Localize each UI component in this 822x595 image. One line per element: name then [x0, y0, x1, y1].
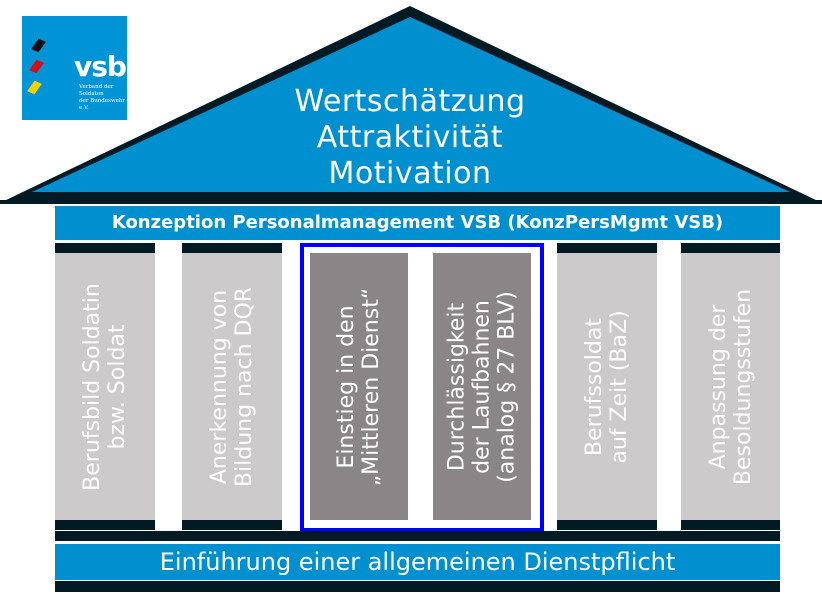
foundation-bottom — [55, 581, 780, 592]
roof-line-3: Motivation — [328, 156, 492, 191]
pillar-base — [55, 520, 155, 530]
pillar-einstieg: Einstieg in den„Mittleren Dienst“ — [310, 253, 408, 520]
logo-wordmark: vsb — [74, 50, 127, 83]
flag-red-icon — [29, 59, 44, 74]
pillar-cap — [182, 243, 282, 253]
pillar-base — [557, 520, 657, 530]
roof — [2, 6, 820, 202]
pillar-base — [182, 520, 282, 530]
pillar-base — [681, 520, 780, 530]
highlight-frame — [300, 243, 544, 532]
beam-label: Konzeption Personalmanagement VSB (KonzP… — [55, 206, 780, 240]
pillar-cap — [681, 243, 780, 253]
roof-base — [0, 200, 822, 204]
roof-line-1: Wertschätzung — [294, 84, 526, 119]
foundation-label: Einführung einer allgemeinen Dienstpflic… — [55, 544, 780, 580]
roof-line-2: Attraktivität — [316, 120, 504, 155]
pillar-cap — [55, 243, 155, 253]
foundation-top — [55, 531, 780, 541]
flag-gold-icon — [27, 80, 42, 95]
pillar-cap — [557, 243, 657, 253]
flag-black-icon — [31, 38, 46, 53]
roof-text: Wertschätzung Attraktivität Motivation — [200, 84, 620, 192]
